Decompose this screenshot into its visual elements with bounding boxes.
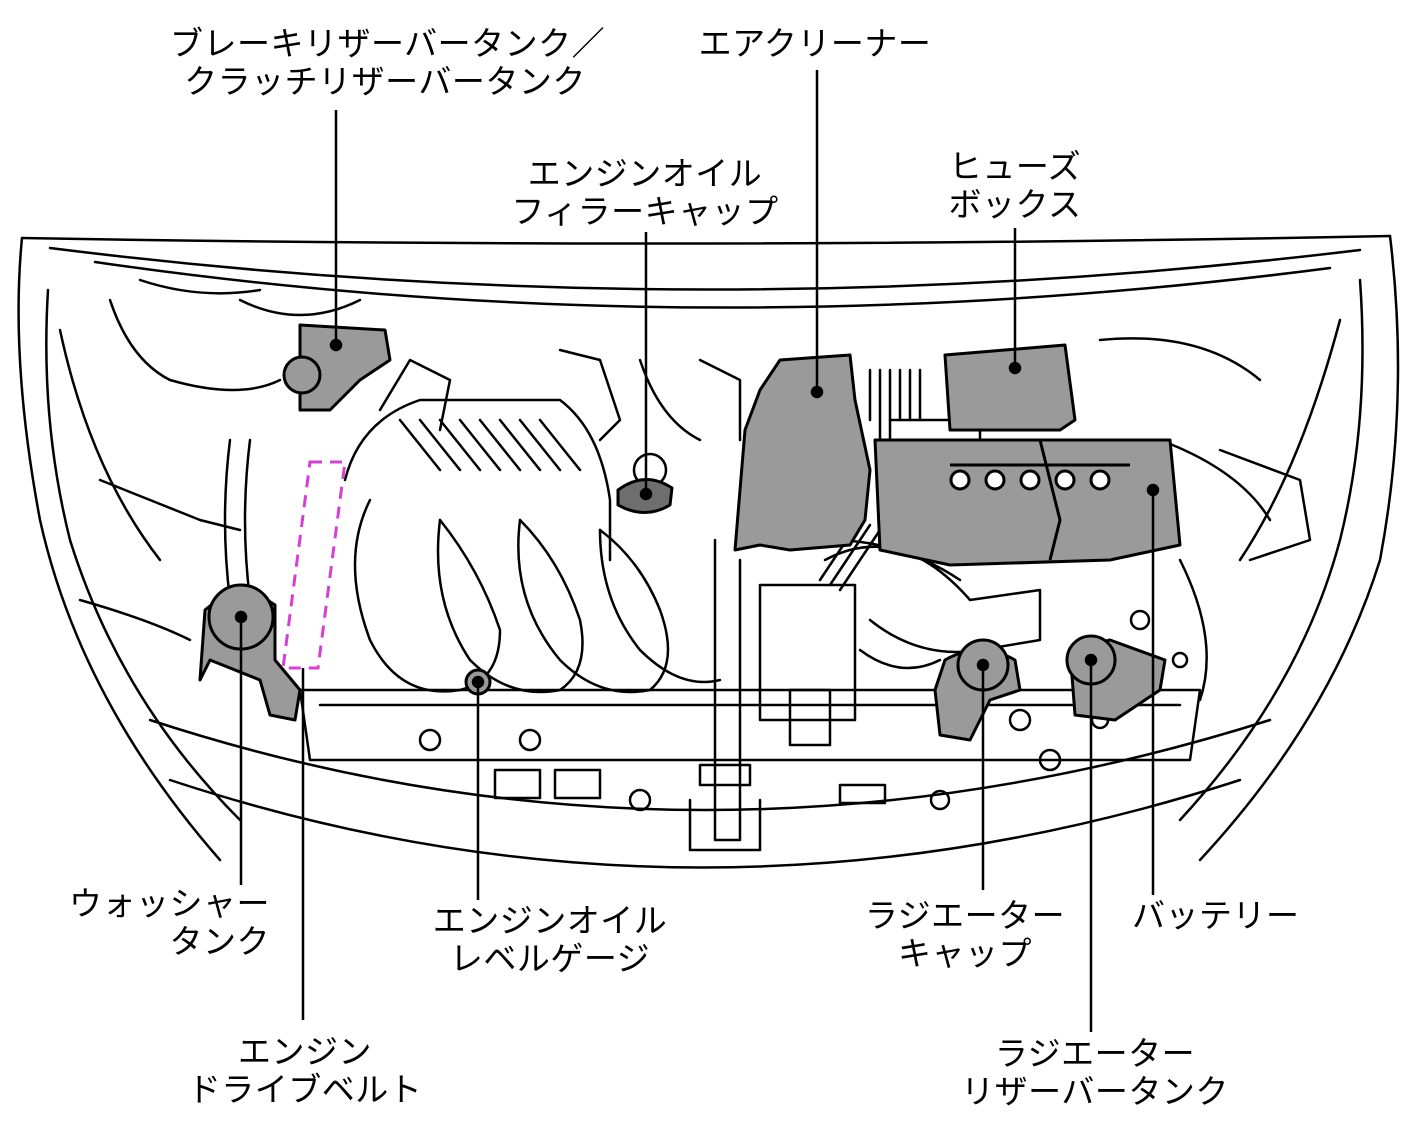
label-radiator-cap: ラジエーター キャップ bbox=[855, 897, 1075, 973]
label-air-cleaner-line1: エアクリーナー bbox=[698, 24, 932, 63]
bumper-line bbox=[148, 718, 1272, 812]
label-oil-level-gauge: エンジンオイル レベルゲージ bbox=[425, 902, 675, 978]
label-oil-level-gauge-line2: レベルゲージ bbox=[449, 939, 651, 978]
label-drive-belt-line2: ドライブベルト bbox=[187, 1070, 423, 1109]
label-fuse-box-line1: ヒューズ bbox=[948, 147, 1082, 186]
right-fender-inner bbox=[1178, 278, 1364, 822]
air-cleaner-shape bbox=[733, 353, 872, 552]
air-intake-duct bbox=[823, 545, 1042, 654]
label-radiator-reservoir-line1: ラジエーター bbox=[994, 1034, 1196, 1073]
label-oil-filler-cap-line2: フィラーキャップ bbox=[511, 192, 779, 231]
label-drive-belt: エンジン ドライブベルト bbox=[180, 1033, 430, 1109]
brake-reservoir-shape bbox=[298, 323, 392, 412]
brake-reservoir-cap bbox=[282, 355, 322, 395]
hood-inner-edge bbox=[48, 246, 1362, 291]
label-air-cleaner: エアクリーナー bbox=[690, 25, 940, 63]
left-fender-inner bbox=[45, 288, 242, 822]
left-fender bbox=[17, 236, 222, 862]
battery-shape bbox=[873, 438, 1182, 567]
label-brake-reservoir: ブレーキリザーバータンク／ クラッチリザーバータンク bbox=[170, 24, 606, 101]
label-radiator-reservoir-line2: リザーバータンク bbox=[961, 1072, 1229, 1111]
label-brake-reservoir-line2: クラッチリザーバータンク bbox=[184, 62, 586, 101]
label-fuse-box: ヒューズ ボックス bbox=[935, 148, 1095, 224]
bumper-lower bbox=[168, 778, 1242, 869]
label-fuse-box-line2: ボックス bbox=[948, 185, 1082, 224]
front-crossmember bbox=[298, 688, 1202, 762]
label-washer-tank: ウォッシャー タンク bbox=[60, 885, 270, 961]
label-drive-belt-line1: エンジン bbox=[238, 1032, 372, 1071]
label-battery-line1: バッテリー bbox=[1132, 896, 1300, 935]
label-brake-reservoir-line1: ブレーキリザーバータンク／ bbox=[170, 24, 606, 63]
fuse-box-shape bbox=[943, 343, 1077, 432]
cowl-line bbox=[93, 260, 1332, 309]
drive-belt-highlight bbox=[281, 460, 347, 670]
label-oil-filler-cap: エンジンオイル フィラーキャップ bbox=[510, 155, 780, 231]
right-fender bbox=[1198, 234, 1400, 862]
label-radiator-cap-line1: ラジエーター bbox=[864, 896, 1066, 935]
label-oil-level-gauge-line1: エンジンオイル bbox=[432, 901, 668, 940]
hood-edge bbox=[20, 234, 1392, 245]
intake-manifold bbox=[343, 398, 612, 562]
label-washer-tank-line1: ウォッシャー bbox=[69, 884, 270, 923]
label-battery: バッテリー bbox=[1132, 897, 1332, 935]
label-washer-tank-line2: タンク bbox=[169, 922, 270, 961]
label-oil-filler-cap-line1: エンジンオイル bbox=[527, 154, 763, 193]
label-radiator-cap-line2: キャップ bbox=[898, 934, 1032, 973]
label-radiator-reservoir: ラジエーター リザーバータンク bbox=[955, 1035, 1235, 1111]
